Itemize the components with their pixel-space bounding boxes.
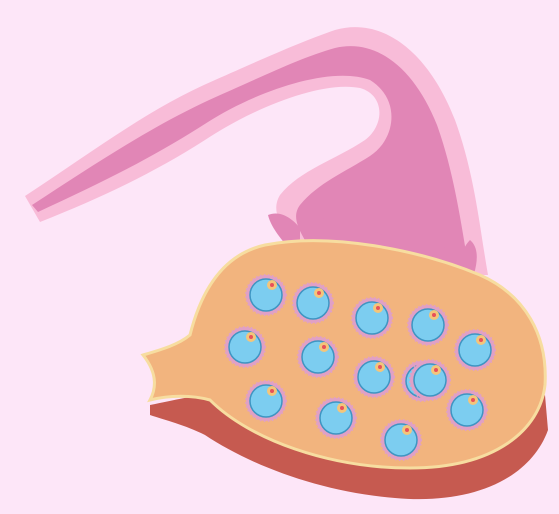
oocyte-nucleus [340, 406, 344, 410]
follicle [408, 305, 448, 345]
follicle [352, 298, 392, 338]
follicle [246, 381, 286, 421]
follicle [316, 398, 356, 438]
follicle-body [229, 331, 261, 363]
oocyte-nucleus [405, 428, 409, 432]
follicle [225, 327, 265, 367]
follicle-body [250, 279, 282, 311]
follicle-body [385, 424, 417, 456]
oocyte-nucleus [479, 338, 483, 342]
follicle [381, 420, 421, 460]
oocyte-nucleus [432, 313, 436, 317]
follicle [354, 357, 394, 397]
follicle [293, 283, 333, 323]
oocyte-nucleus [322, 345, 326, 349]
oocyte-nucleus [270, 389, 274, 393]
follicle-body [320, 402, 352, 434]
oocyte-nucleus [378, 365, 382, 369]
follicle-body [412, 309, 444, 341]
oocyte-nucleus [270, 283, 274, 287]
follicle [246, 275, 286, 315]
follicle-body [250, 385, 282, 417]
follicle-body [451, 394, 483, 426]
oocyte-nucleus [376, 306, 380, 310]
follicle-body [459, 334, 491, 366]
follicle-body [414, 364, 446, 396]
oocyte-nucleus [434, 368, 438, 372]
follicle [410, 360, 450, 400]
follicle-body [358, 361, 390, 393]
follicle-body [356, 302, 388, 334]
follicle-body [297, 287, 329, 319]
follicle-body [302, 341, 334, 373]
follicle [447, 390, 487, 430]
oocyte-nucleus [471, 398, 475, 402]
follicle [455, 330, 495, 370]
oocyte-nucleus [249, 335, 253, 339]
oocyte-nucleus [317, 291, 321, 295]
follicle [298, 337, 338, 377]
